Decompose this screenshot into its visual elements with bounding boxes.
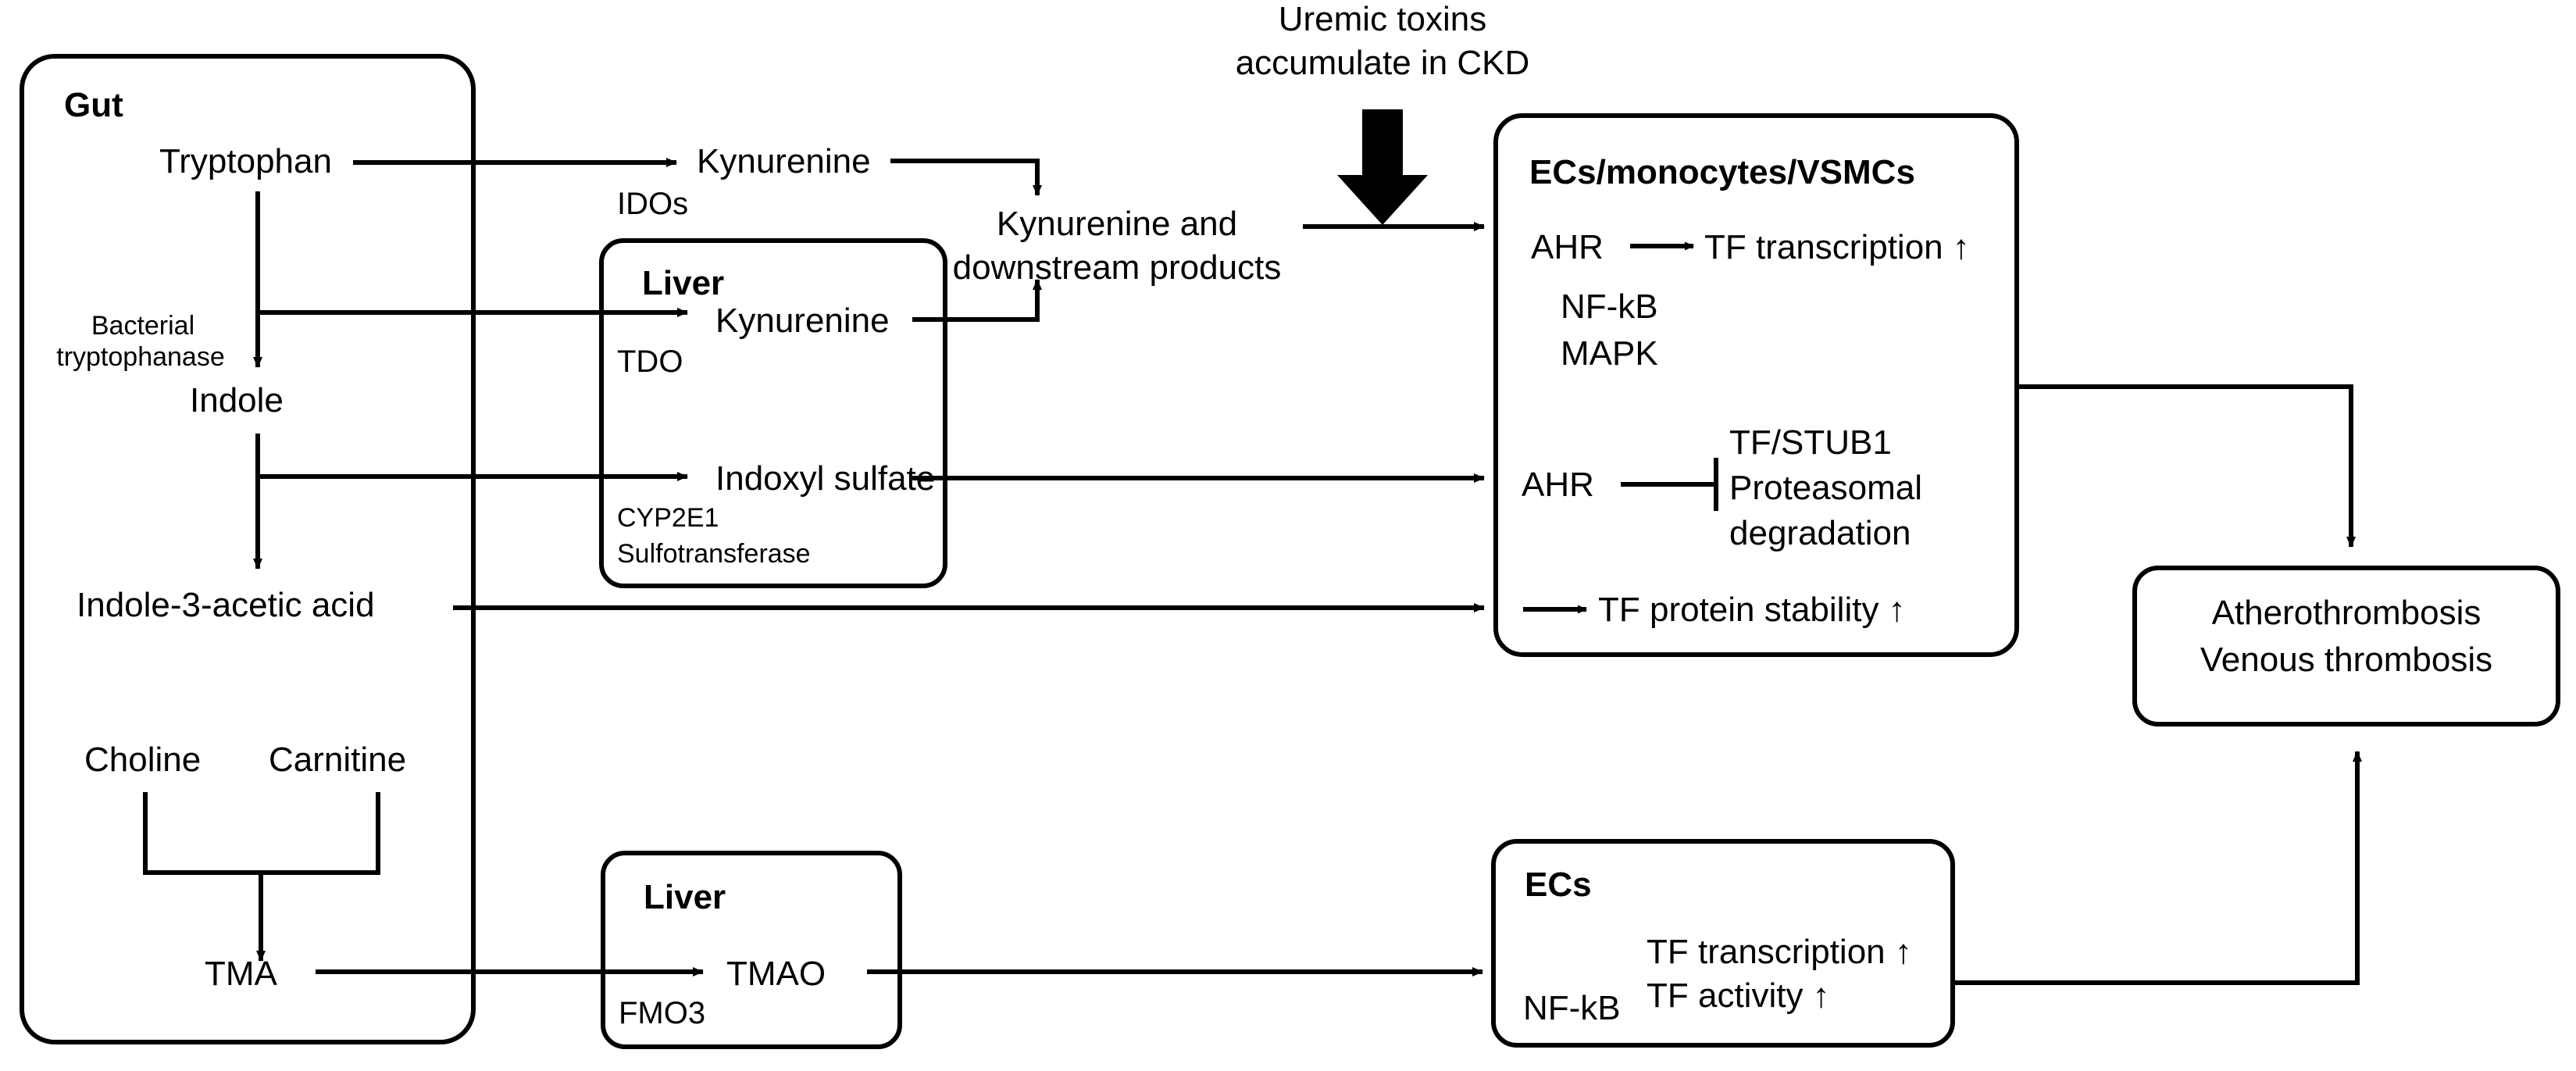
- connector-ecs-to-outcome: [1953, 751, 2362, 985]
- ecs-compartment-box: [1491, 839, 1955, 1048]
- metabolite-tma: TMA: [205, 955, 277, 993]
- enzyme-idos: IDOs: [617, 187, 689, 221]
- signal-proteasomal: Proteasomal: [1729, 469, 1923, 507]
- outcome-box: [2132, 566, 2560, 726]
- enzyme-bacterial-tryptophanase-line2: tryptophanase: [56, 342, 225, 372]
- liver-lower-compartment-box: [601, 851, 902, 1049]
- uremic-toxins-block-arrow: [1337, 109, 1428, 225]
- signal-nf-kb-lower: NF-kB: [1523, 989, 1621, 1027]
- liver-upper-compartment-label: Liver: [642, 264, 725, 302]
- metabolite-kynurenine-liver: Kynurenine: [715, 302, 890, 340]
- outcome-line-venous-thrombosis: Venous thrombosis: [2200, 641, 2493, 679]
- ecs-compartment-label: ECs: [1525, 866, 1592, 904]
- enzyme-fmo3: FMO3: [619, 996, 706, 1030]
- metabolite-tryptophan: Tryptophan: [159, 142, 332, 180]
- enzyme-sulfotransferase: Sulfotransferase: [617, 539, 811, 569]
- metabolite-kynurenine-gut: Kynurenine: [697, 142, 871, 180]
- metabolite-choline: Choline: [84, 741, 202, 779]
- signal-ahr-bottom: AHR: [1522, 466, 1594, 504]
- signal-degradation: degradation: [1729, 514, 1911, 552]
- gut-compartment-box: [20, 54, 476, 1044]
- liver-upper-compartment-box: [599, 238, 947, 588]
- enzyme-bacterial-tryptophanase-line1: Bacterial: [91, 311, 195, 341]
- annotation-uremic-toxins-line2: accumulate in CKD: [1235, 44, 1530, 82]
- bracket-choline-carnitine: [143, 792, 380, 875]
- metabolite-indole: Indole: [190, 381, 284, 419]
- metabolite-kynurenine-downstream-line1: Kynurenine and: [996, 205, 1238, 243]
- connector-kynurenine-to-downstream-products: [890, 159, 1042, 196]
- annotation-uremic-toxins-line1: Uremic toxins: [1278, 0, 1487, 38]
- metabolite-tmao: TMAO: [726, 955, 826, 993]
- outcome-line-atherothrombosis: Atherothrombosis: [2211, 594, 2481, 632]
- ecs-monocytes-vsmcs-compartment-box: [1493, 113, 2019, 657]
- signal-nf-kb-upper: NF-kB: [1561, 287, 1658, 326]
- ecs-monocytes-vsmcs-compartment-label: ECs/monocytes/VSMCs: [1529, 153, 1915, 191]
- signal-ahr-top: AHR: [1531, 228, 1604, 266]
- signal-tf-stub1: TF/STUB1: [1729, 423, 1892, 462]
- liver-lower-compartment-label: Liver: [644, 878, 726, 916]
- metabolite-indole-3-acetic-acid: Indole-3-acetic acid: [77, 586, 375, 624]
- signal-ecs-tf-transcription-up: TF transcription ↑: [1647, 933, 1912, 971]
- connector-liver-kynurenine-to-downstream-products: [912, 279, 1042, 322]
- metabolite-indoxyl-sulfate: Indoxyl sulfate: [715, 459, 936, 498]
- signal-ecs-tf-activity-up: TF activity ↑: [1647, 976, 1830, 1015]
- gut-compartment-label: Gut: [64, 86, 123, 124]
- signal-tf-transcription-up: TF transcription ↑: [1704, 228, 1970, 266]
- connector-ecs-monocytes-vsmcs-to-outcome: [2017, 384, 2356, 548]
- enzyme-cyp2e1: CYP2E1: [617, 503, 719, 533]
- enzyme-tdo: TDO: [617, 345, 683, 379]
- metabolite-kynurenine-downstream-line2: downstream products: [952, 248, 1282, 287]
- metabolite-carnitine: Carnitine: [269, 741, 407, 779]
- signal-mapk: MAPK: [1561, 334, 1658, 373]
- signal-tf-protein-stability-up: TF protein stability ↑: [1598, 591, 1906, 629]
